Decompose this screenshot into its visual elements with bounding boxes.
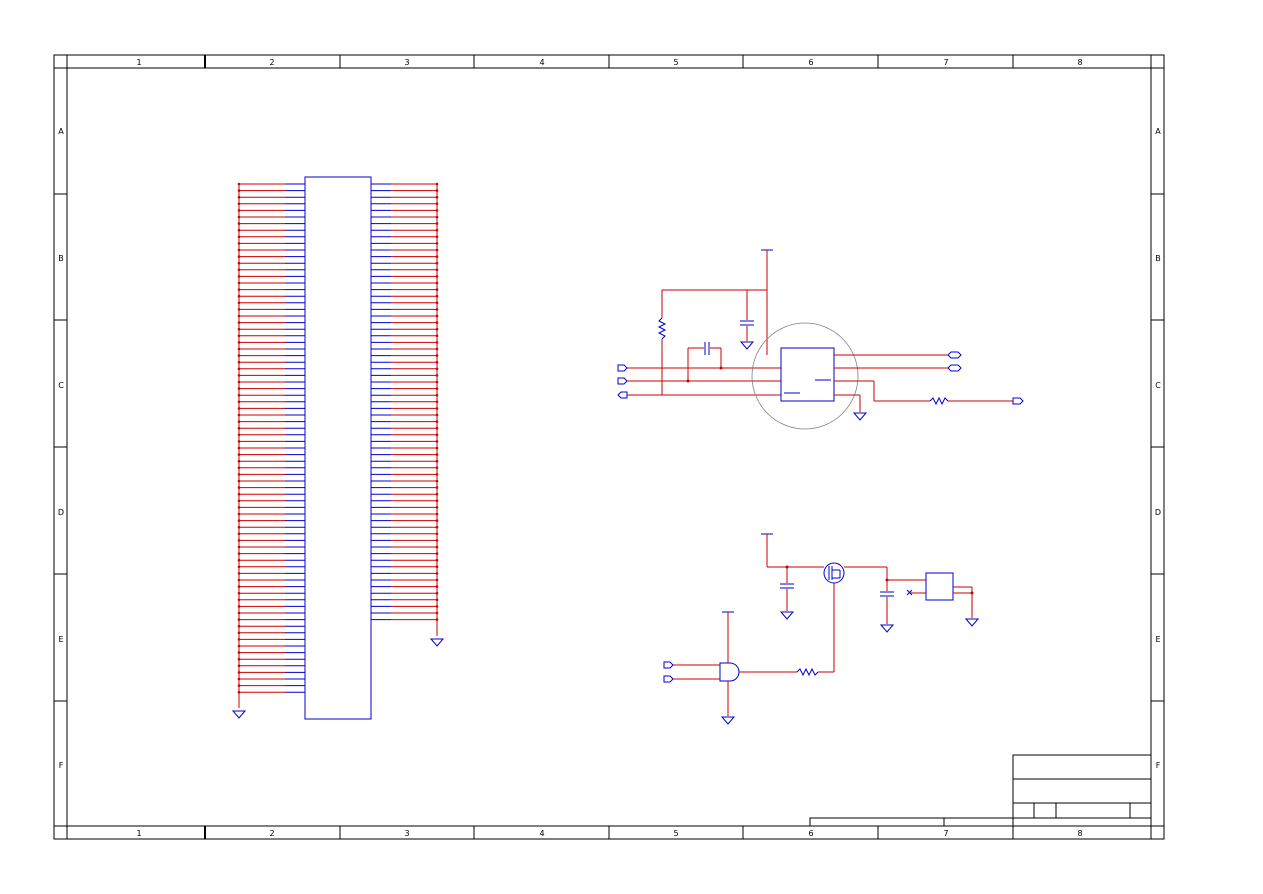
column-label: 1 (136, 829, 141, 838)
column-label: 6 (808, 829, 813, 838)
off-page-connector-icon (617, 391, 628, 399)
no-connect-icon (906, 589, 913, 596)
resistor-icon (796, 667, 819, 677)
row-label: A (1155, 127, 1161, 136)
circuit-power-switch (663, 533, 980, 725)
ic-body[interactable] (780, 347, 835, 402)
column-label: 7 (943, 829, 948, 838)
ground-icon (964, 618, 980, 627)
off-page-connector-icon (617, 377, 628, 385)
row-labels-right: A B C D E F (1155, 127, 1161, 770)
capacitor-icon (780, 583, 794, 589)
column-label: 2 (269, 829, 274, 838)
off-page-connector-icon (947, 351, 962, 359)
column-labels-top: 1 2 3 4 5 6 7 8 (136, 58, 1082, 67)
off-page-connector-icon (617, 364, 628, 372)
column-label: 1 (136, 58, 141, 67)
row-labels-left: A B C D E F (58, 127, 64, 770)
power-port-icon (761, 533, 773, 567)
column-label: 7 (943, 58, 948, 67)
row-label: F (1156, 761, 1161, 770)
ground-icon (879, 624, 895, 633)
column-dividers (339, 55, 1014, 839)
connector-left-pins (237, 182, 305, 694)
power-port-icon (761, 249, 773, 355)
connector-header (231, 176, 445, 720)
column-labels-bottom: 1 2 3 4 5 6 7 8 (136, 829, 1082, 838)
column-label: 3 (404, 829, 409, 838)
regulator-body[interactable] (925, 572, 954, 601)
resistor-icon (929, 396, 949, 406)
row-label: C (1155, 381, 1161, 390)
capacitor-icon (740, 320, 754, 326)
off-page-connector-icon (1012, 397, 1024, 405)
ground-icon (429, 638, 445, 647)
row-label: E (58, 635, 63, 644)
column-label: 8 (1077, 58, 1082, 67)
circuit-ic-block (617, 249, 1024, 430)
mosfet-icon[interactable] (823, 562, 845, 584)
off-page-connector-icon (663, 661, 674, 669)
row-label: B (1155, 254, 1161, 263)
column-label: 3 (404, 58, 409, 67)
connector-right-pins (371, 182, 439, 621)
ground-icon (739, 341, 755, 350)
resistor-icon (657, 317, 667, 340)
ground-icon (231, 710, 247, 719)
title-block (809, 754, 1152, 827)
column-label: 6 (808, 58, 813, 67)
column-label: 4 (539, 829, 544, 838)
row-dividers (54, 193, 1164, 702)
off-page-connector-icon (947, 364, 962, 372)
off-page-connector-icon (663, 675, 674, 683)
row-label: F (59, 761, 64, 770)
capacitor-icon (880, 591, 894, 597)
connector-body[interactable] (304, 176, 372, 720)
row-label: C (58, 381, 64, 390)
ground-icon (720, 716, 736, 725)
sheet-frame (53, 54, 1165, 840)
ground-icon (779, 611, 795, 620)
column-label: 2 (269, 58, 274, 67)
row-label: B (58, 254, 64, 263)
column-label: 5 (673, 829, 678, 838)
gate-icon[interactable] (719, 662, 740, 682)
column-label: 4 (539, 58, 544, 67)
row-label: D (1155, 508, 1161, 517)
row-label: A (58, 127, 64, 136)
row-label: D (58, 508, 64, 517)
ground-icon (852, 412, 868, 421)
power-port-icon (722, 611, 734, 663)
column-label: 8 (1077, 829, 1082, 838)
highlight-circle (751, 322, 859, 430)
column-label: 5 (673, 58, 678, 67)
capacitor-icon (704, 342, 710, 355)
row-label: E (1155, 635, 1160, 644)
